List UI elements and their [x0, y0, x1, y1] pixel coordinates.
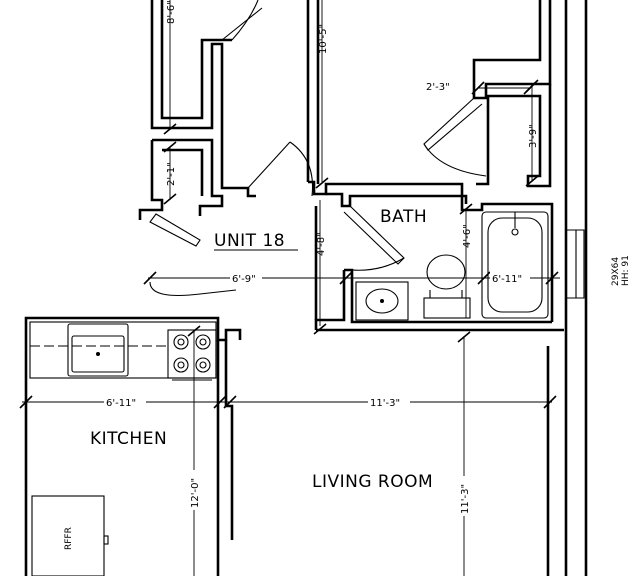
dim-kitchen-width-bg: [104, 396, 146, 408]
dim-hall-width: 6'-9": [232, 274, 256, 285]
unit-label: UNIT 18: [214, 231, 285, 251]
dim-kitchen-width: 6'-11": [106, 398, 136, 409]
dim-bath-width: 6'-11": [492, 274, 522, 285]
refrigerator-label: RFFR: [64, 527, 74, 550]
dim-hall-width-bg: [230, 272, 262, 284]
dim-living-depth-bg: [458, 476, 470, 516]
refrigerator: [31, 495, 109, 576]
dim-kitchen-depth-bg: [188, 470, 200, 510]
dim-closet-width: 2'-3": [426, 82, 450, 93]
dim-bath-height: 4'-6": [462, 224, 473, 248]
kitchen-label: KITCHEN: [90, 429, 167, 449]
dim-living-depth: 11'-3": [460, 484, 471, 514]
bath-walls: [313, 192, 564, 335]
dim-left-closet: 2'-1": [166, 162, 177, 186]
toilet: [423, 254, 471, 319]
dim-closet-depth: 3'-9": [528, 124, 539, 148]
hall-walls: [247, 0, 464, 197]
dim-living-width: 11'-3": [370, 398, 400, 409]
dim-bath-width-bg: [490, 272, 530, 284]
dim-hall-height: 4'-8": [316, 232, 327, 256]
exterior-right-wall: [564, 0, 588, 576]
stove: [167, 329, 217, 381]
dim-top-center: 10'-5": [318, 24, 329, 54]
bathtub: [481, 211, 549, 319]
kitchen-sink: [67, 323, 129, 377]
dim-top-left: 8'-6": [166, 0, 177, 24]
annotation-hh: HH: 91: [621, 255, 629, 286]
upper-right-closet: [423, 0, 552, 188]
left-closet: [138, 138, 224, 247]
annotation-size: 29X64: [611, 257, 621, 286]
vanity-sink: [355, 281, 409, 321]
bath-label: BATH: [380, 207, 427, 227]
kitchen-walls: [24, 316, 242, 576]
top-left-walls: [150, 0, 263, 198]
dim-kitchen-depth: 12'-0": [190, 478, 201, 508]
living-room-label: LIVING ROOM: [312, 472, 433, 492]
dim-living-width-bg: [368, 396, 410, 408]
kitchen-living-dimensions: [19, 325, 557, 576]
